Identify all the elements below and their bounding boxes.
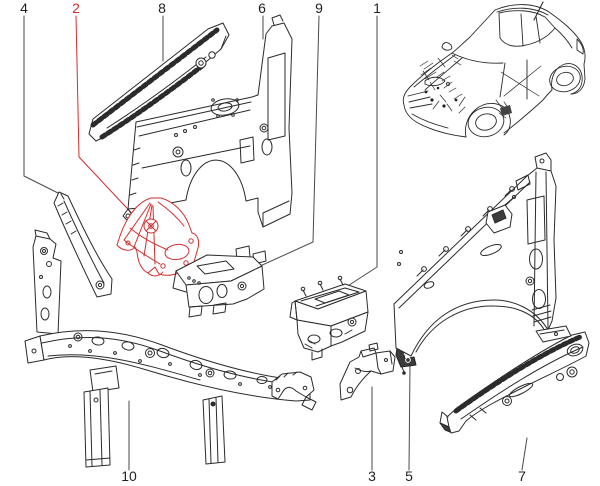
- part-1-mounting-platform[interactable]: [289, 275, 369, 361]
- part-4-cowl-side-bracket[interactable]: [53, 191, 113, 298]
- antenna-line: [533, 1, 544, 21]
- part-9-support-bracket[interactable]: [172, 245, 267, 318]
- fender-apron-right-assembly[interactable]: [393, 152, 572, 357]
- callout-9[interactable]: 9: [315, 0, 323, 16]
- callout-6[interactable]: 6: [258, 0, 266, 16]
- callout-8[interactable]: 8: [158, 0, 166, 16]
- leader-lines: [23, 15, 528, 471]
- callout-2-highlighted[interactable]: 2: [72, 0, 80, 16]
- callout-3[interactable]: 3: [368, 468, 376, 484]
- callout-1[interactable]: 1: [373, 0, 381, 16]
- part-6-fender-apron-left[interactable]: [122, 14, 293, 228]
- callout-10[interactable]: 10: [121, 468, 137, 484]
- vehicle-thumbnail: [402, 1, 586, 138]
- part-2-strut-support-highlighted[interactable]: [116, 197, 200, 277]
- callout-4[interactable]: 4: [20, 0, 28, 16]
- callout-5[interactable]: 5: [405, 468, 413, 484]
- part-7-sill-extension[interactable]: [439, 331, 590, 434]
- part-10-radiator-support[interactable]: [24, 229, 317, 468]
- callout-7[interactable]: 7: [518, 468, 526, 484]
- part-8-upper-side-member[interactable]: [88, 22, 230, 142]
- part-3-corner-bracket[interactable]: [339, 342, 396, 401]
